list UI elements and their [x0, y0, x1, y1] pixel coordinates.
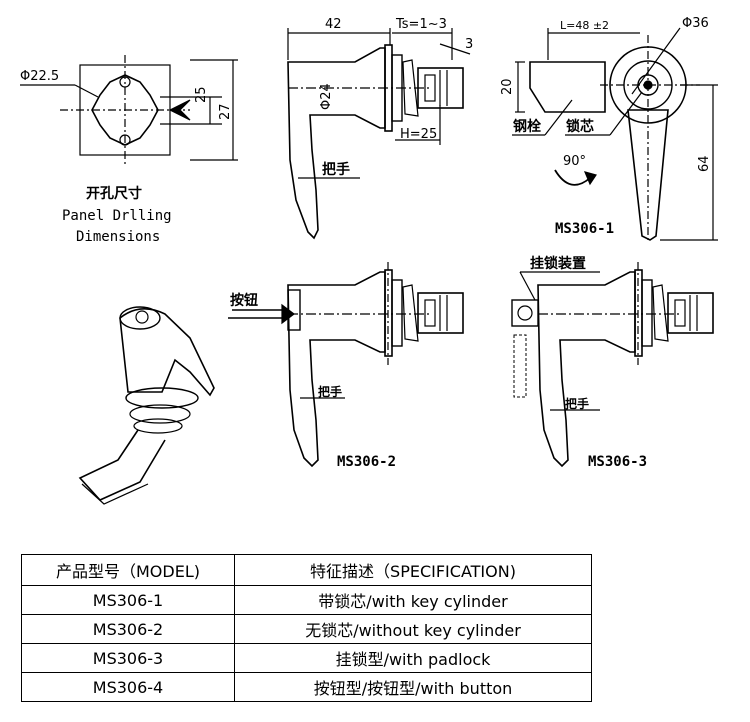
side1-handle-label: 把手: [322, 161, 350, 178]
front1-dim-d36: Φ36: [682, 16, 709, 31]
header-model: 产品型号（MODEL): [21, 554, 235, 586]
row-model: MS306-1: [21, 585, 235, 615]
technical-drawing: Φ22.5 25 27 开孔尺寸 Panel Drlling Dimension…: [20, 16, 718, 505]
lock-3d-illustration: [78, 306, 215, 505]
row-model: MS306-4: [21, 672, 235, 702]
front1-dim-l: L=48 ±2: [560, 19, 609, 32]
specification-table: 产品型号（MODEL) 特征描述（SPECIFICATION) MS306-1 …: [21, 554, 592, 702]
table-row: MS306-3 挂锁型/with padlock: [21, 643, 592, 673]
table-row: MS306-1 带锁芯/with key cylinder: [21, 585, 592, 615]
side1-dim-h: H=25: [400, 127, 437, 142]
table-row: MS306-4 按钮型/按钮型/with button: [21, 672, 592, 702]
drill-dim-25: 25: [194, 86, 209, 103]
side-view-ms306-2: [228, 262, 464, 468]
table-header-row: 产品型号（MODEL) 特征描述（SPECIFICATION): [21, 554, 592, 586]
side1-dim-42: 42: [325, 17, 342, 32]
front-view-ms306-1: [512, 27, 718, 241]
row-model: MS306-3: [21, 643, 235, 673]
drill-caption-en-2: Dimensions: [76, 229, 160, 245]
side2-handle-label: 把手: [318, 384, 342, 399]
side1-dim-d24: Φ24: [319, 83, 334, 110]
drill-caption-en-1: Panel Drlling: [62, 208, 172, 224]
side3-model-label: MS306-3: [588, 454, 647, 470]
table-row: MS306-2 无锁芯/without key cylinder: [21, 614, 592, 644]
drill-dim-27: 27: [218, 103, 233, 120]
front1-lock-core-label: 锁芯: [566, 118, 594, 135]
drill-diameter-label: Φ22.5: [20, 69, 59, 84]
panel-drilling-view: [20, 55, 238, 165]
header-specification: 特征描述（SPECIFICATION): [234, 554, 592, 586]
row-model: MS306-2: [21, 614, 235, 644]
row-spec: 按钮型/按钮型/with button: [234, 672, 592, 702]
side2-button-label: 按钮: [230, 292, 258, 309]
front1-model-label: MS306-1: [555, 221, 614, 237]
front1-dim-20: 20: [500, 78, 515, 95]
row-spec: 带锁芯/with key cylinder: [234, 585, 592, 615]
side2-model-label: MS306-2: [337, 454, 396, 470]
side1-dim-ts: Ts=1~3: [395, 17, 447, 32]
side-view-ms306-3: [511, 262, 714, 468]
row-spec: 无锁芯/without key cylinder: [234, 614, 592, 644]
drill-caption-cn: 开孔尺寸: [86, 185, 142, 202]
front1-rotation-label: 90°: [563, 154, 586, 169]
side-view-ms306-1: [287, 28, 471, 240]
front1-steel-bolt-label: 钢栓: [513, 118, 541, 135]
row-spec: 挂锁型/with padlock: [234, 643, 592, 673]
side3-handle-label: 把手: [565, 396, 589, 411]
front1-dim-64: 64: [697, 155, 712, 172]
side3-padlock-label: 挂锁装置: [530, 255, 586, 272]
side1-dim-3: 3: [465, 37, 473, 52]
